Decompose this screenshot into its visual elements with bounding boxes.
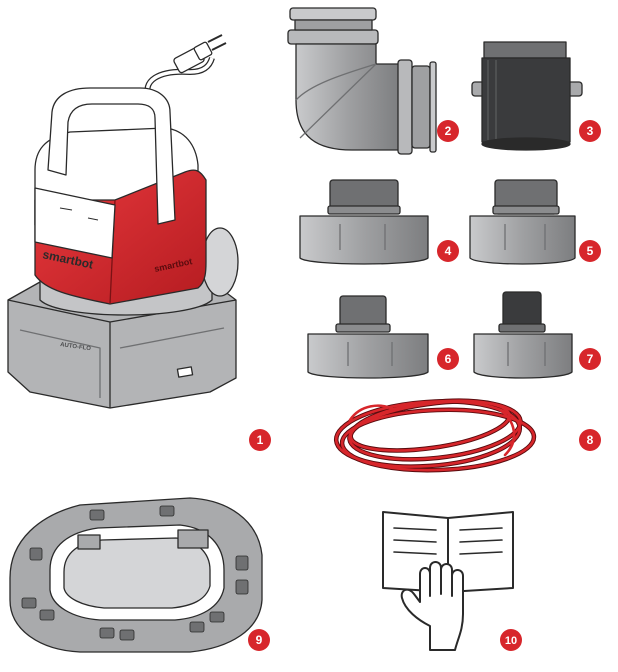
svg-text:3: 3 xyxy=(587,124,594,138)
power-plug-icon xyxy=(173,34,227,74)
part-number-badge-10: 10 xyxy=(500,629,522,651)
part-number-badge-7: 7 xyxy=(579,348,601,370)
hose-adapter-6 xyxy=(307,295,429,379)
part-number-badge-2: 2 xyxy=(437,120,459,142)
svg-text:1: 1 xyxy=(257,433,264,447)
part-number-badge-3: 3 xyxy=(579,120,601,142)
pump-base-label: AUTO-FLO xyxy=(60,342,92,352)
hose-adapter-4 xyxy=(299,179,429,265)
base-tray-icon xyxy=(9,497,263,653)
hose-adapter-5 xyxy=(469,179,576,265)
part-number-badge-8: 8 xyxy=(579,429,601,451)
part-number-badge-5: 5 xyxy=(579,240,601,262)
manual-book-icon xyxy=(382,511,514,651)
svg-text:2: 2 xyxy=(445,124,452,138)
part-number-badge-9: 9 xyxy=(248,629,270,651)
elbow-fitting-icon xyxy=(287,7,437,155)
part-number-badge-4: 4 xyxy=(437,240,459,262)
svg-text:6: 6 xyxy=(445,352,452,366)
svg-text:9: 9 xyxy=(256,633,263,647)
svg-text:5: 5 xyxy=(587,244,594,258)
part-badges: 1 2 3 4 5 6 7 8 9 10 xyxy=(248,120,601,651)
svg-text:7: 7 xyxy=(587,352,594,366)
part-number-badge-6: 6 xyxy=(437,348,459,370)
cord-coil-icon xyxy=(333,398,537,473)
svg-text:8: 8 xyxy=(587,433,594,447)
sump-pump-icon: smartbot smartbot AUTO-FLO xyxy=(7,34,239,409)
straight-coupler-icon xyxy=(471,41,583,151)
part-number-badge-1: 1 xyxy=(249,429,271,451)
hose-adapter-7 xyxy=(473,291,573,379)
svg-text:10: 10 xyxy=(505,635,517,647)
svg-text:4: 4 xyxy=(445,244,452,258)
